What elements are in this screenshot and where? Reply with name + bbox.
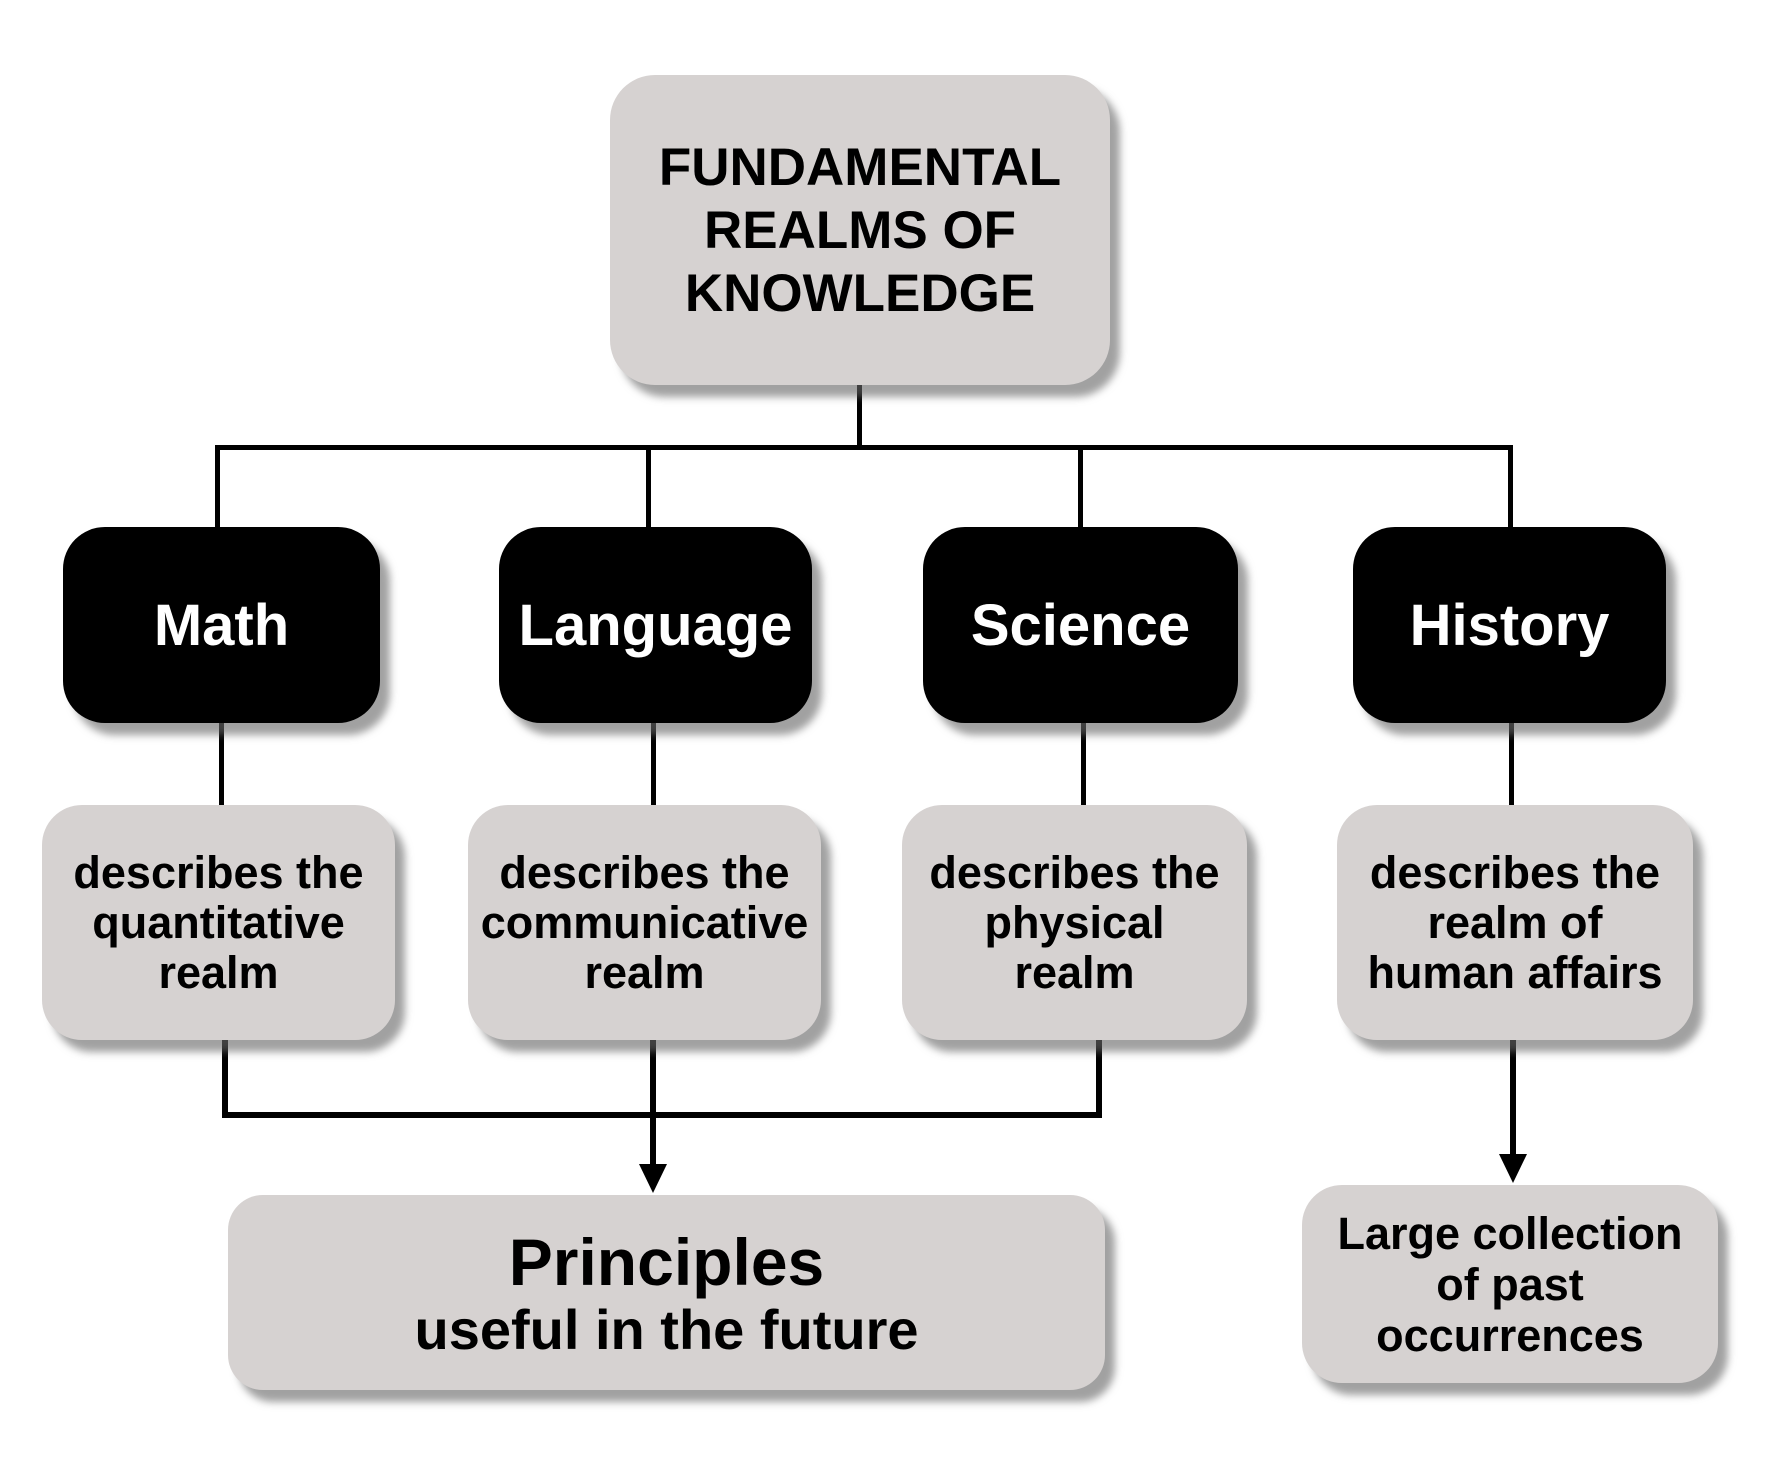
connector-drop-math xyxy=(215,448,220,528)
description-science-line-2: physical xyxy=(984,896,1165,948)
description-history-line-3: human affairs xyxy=(1367,946,1663,998)
history-outcome-line-3: occurrences xyxy=(1376,1309,1644,1361)
branch-node-history: History xyxy=(1353,527,1666,723)
branch-node-math: Math xyxy=(63,527,380,723)
principles-title: Principles xyxy=(508,1224,825,1299)
description-language-line-2: communicative xyxy=(480,896,809,948)
description-history-line-2: realm of xyxy=(1427,896,1603,948)
connector-main-horizontal xyxy=(215,445,1513,450)
principles-subtitle: useful in the future xyxy=(414,1297,919,1361)
root-node-fundamental-realms: FUNDAMENTAL REALMS OF KNOWLEDGE xyxy=(610,75,1110,385)
outcome-node-principles: Principles useful in the future xyxy=(228,1195,1105,1390)
connector-science-to-description xyxy=(1081,720,1086,806)
connector-history-to-description xyxy=(1509,720,1514,806)
connector-math-to-description xyxy=(219,720,224,806)
description-node-history: describes the realm of human affairs xyxy=(1337,805,1693,1040)
description-science-line-3: realm xyxy=(1014,946,1135,998)
connector-drop-language xyxy=(646,448,651,528)
root-title-line-1: FUNDAMENTAL xyxy=(658,137,1062,197)
connector-merge-horizontal xyxy=(222,1112,1102,1118)
connector-science-merge xyxy=(1096,1033,1102,1118)
connector-math-merge xyxy=(222,1038,228,1118)
arrowhead-principles xyxy=(639,1164,667,1193)
description-math-line-2: quantitative xyxy=(92,896,345,948)
branch-label-language: Language xyxy=(518,592,793,658)
description-math-line-1: describes the xyxy=(73,846,364,898)
branch-label-science: Science xyxy=(970,592,1191,658)
description-language-line-3: realm xyxy=(584,946,705,998)
connector-arrow-stem-principles xyxy=(650,1038,656,1166)
root-title-line-3: KNOWLEDGE xyxy=(684,263,1036,323)
description-node-language: describes the communicative realm xyxy=(468,805,821,1040)
branch-node-language: Language xyxy=(499,527,812,723)
connector-drop-history xyxy=(1508,448,1513,528)
branch-label-math: Math xyxy=(153,592,290,658)
description-node-science: describes the physical realm xyxy=(902,805,1247,1040)
arrowhead-history-outcome xyxy=(1499,1154,1527,1183)
outcome-node-history-collection: Large collection of past occurrences xyxy=(1302,1185,1718,1383)
history-outcome-line-2: of past xyxy=(1436,1258,1584,1310)
root-title-line-2: REALMS OF xyxy=(703,200,1017,260)
description-math-line-3: realm xyxy=(158,946,279,998)
connector-drop-science xyxy=(1078,448,1083,528)
connector-root-stem xyxy=(857,383,862,447)
description-node-math: describes the quantitative realm xyxy=(42,805,395,1040)
branch-node-science: Science xyxy=(923,527,1238,723)
description-science-line-1: describes the xyxy=(929,846,1220,898)
description-history-line-1: describes the xyxy=(1369,846,1661,898)
connector-arrow-stem-history xyxy=(1510,1035,1516,1156)
connector-language-to-description xyxy=(651,720,656,806)
history-outcome-line-1: Large collection xyxy=(1337,1207,1683,1259)
branch-label-history: History xyxy=(1409,592,1610,658)
description-language-line-1: describes the xyxy=(499,846,790,898)
